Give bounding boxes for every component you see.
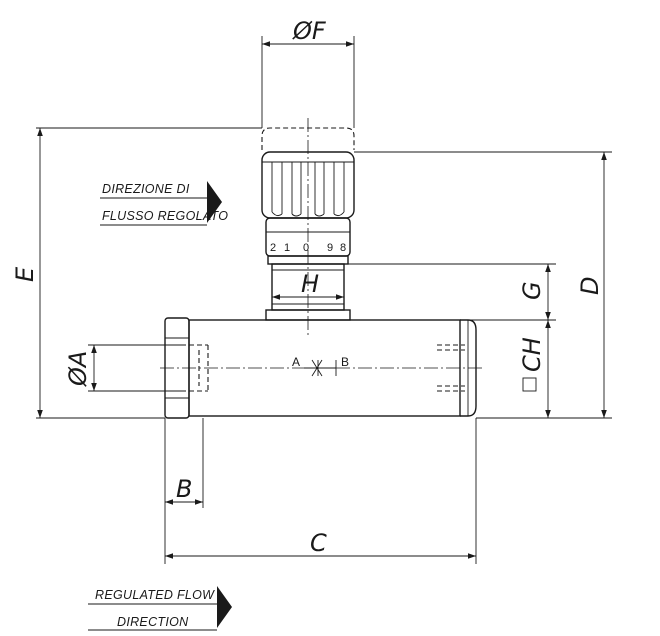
dim-label-f: ØF [292,17,327,45]
dimension-e: E [11,128,43,418]
note-en-line1: REGULATED FLOW [95,588,215,602]
flow-symbol: A B [292,355,349,377]
dim-label-ch: CH [518,337,546,372]
square-symbol [522,377,537,392]
dimension-b: B [165,475,203,505]
flow-arrow-icon [207,181,222,223]
port-b-label: B [341,355,349,369]
scale-mark-1: 2 [270,242,276,254]
dim-label-a: ØA [64,351,92,387]
port-a-label: A [292,355,300,369]
dimension-d: D [576,152,607,418]
dim-label-e: E [11,266,39,282]
flow-note-italian: DIREZIONE DI FLUSSO REGOLATO [100,181,228,226]
flow-arrow-icon [217,586,232,628]
dim-label-d: D [576,277,604,295]
scale-mark-5: 8 [340,242,346,254]
note-it-line2: FLUSSO REGOLATO [102,209,228,223]
dimension-g: G [518,264,551,320]
extension-lines [36,36,612,564]
dim-label-g: G [518,281,546,300]
note-en-line2: DIRECTION [117,615,189,629]
dimension-c: C [165,529,476,559]
dimension-f: ØF [262,17,354,47]
dim-label-c: C [310,529,327,557]
dimension-a: ØA [64,345,97,391]
scale-mark-3: 0 [303,242,309,254]
scale-mark-2: 1 [284,242,290,254]
scale-mark-4: 9 [327,242,333,254]
note-it-line1: DIREZIONE DI [102,182,190,196]
dim-label-h: H [301,270,319,298]
knob-scale: 2 1 0 9 8 [270,242,346,254]
dim-label-b: B [176,475,192,503]
dimension-ch: CH [518,320,551,418]
dimension-h: H [272,270,344,300]
flow-note-english: REGULATED FLOW DIRECTION [88,586,232,631]
